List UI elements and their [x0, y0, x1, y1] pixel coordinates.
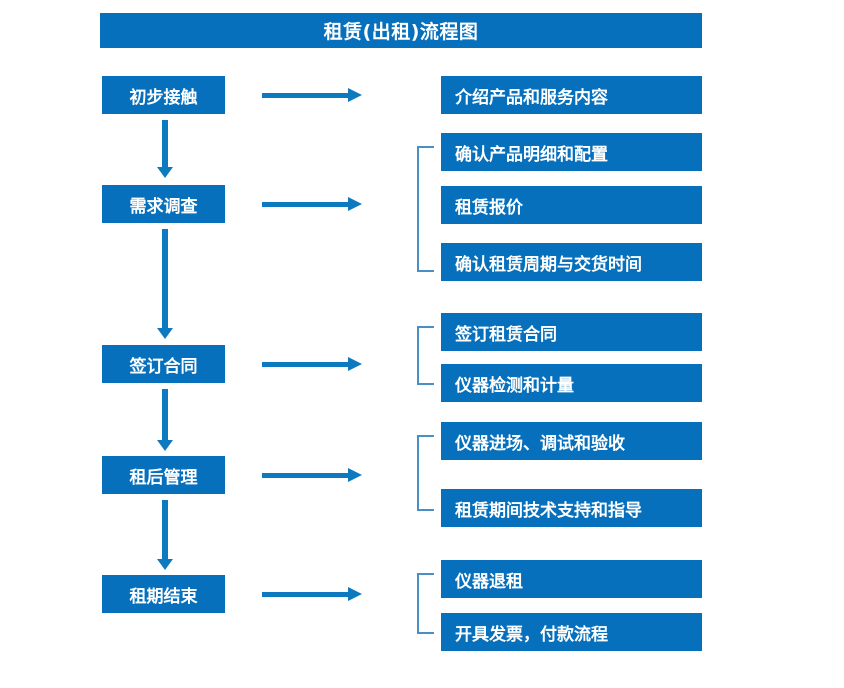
arrow-down-icon — [157, 500, 173, 570]
arrow-head — [348, 468, 362, 482]
detail-label: 开具发票，付款流程 — [455, 624, 608, 645]
group-bracket-icon — [417, 326, 434, 385]
detail-label: 仪器进场、调试和验收 — [455, 433, 625, 454]
chart-title-bar: 租赁(出租)流程图 — [100, 13, 702, 48]
arrow-head — [157, 440, 173, 451]
arrow-shaft — [262, 592, 350, 597]
arrow-head — [157, 328, 173, 339]
arrow-shaft — [162, 389, 168, 440]
arrow-shaft — [262, 93, 350, 98]
arrow-shaft — [262, 362, 350, 367]
stage-label: 签订合同 — [129, 356, 198, 377]
detail-label: 签订租赁合同 — [455, 324, 557, 345]
arrow-head — [348, 587, 362, 601]
arrow-shaft — [162, 500, 168, 559]
detail-box[interactable]: 签订租赁合同 — [441, 313, 702, 351]
detail-box[interactable]: 租赁期间技术支持和指导 — [441, 489, 702, 527]
stage-label: 租期结束 — [129, 586, 198, 607]
detail-box[interactable]: 仪器进场、调试和验收 — [441, 422, 702, 460]
stage-label: 初步接触 — [129, 87, 198, 108]
stage-box[interactable]: 需求调查 — [102, 185, 225, 223]
arrow-right-icon — [262, 468, 362, 482]
detail-label: 租赁报价 — [455, 197, 523, 218]
detail-box[interactable]: 确认租赁周期与交货时间 — [441, 243, 702, 281]
detail-box[interactable]: 仪器检测和计量 — [441, 364, 702, 402]
arrow-right-icon — [262, 88, 362, 102]
detail-label: 仪器检测和计量 — [455, 375, 574, 396]
arrow-head — [157, 167, 173, 178]
detail-box[interactable]: 租赁报价 — [441, 186, 702, 224]
arrow-right-icon — [262, 197, 362, 211]
detail-label: 介绍产品和服务内容 — [455, 87, 608, 108]
arrow-head — [348, 197, 362, 211]
detail-box[interactable]: 仪器退租 — [441, 560, 702, 598]
arrow-shaft — [162, 229, 168, 328]
stage-label: 租后管理 — [129, 467, 198, 488]
stage-box[interactable]: 租期结束 — [102, 575, 225, 613]
arrow-head — [157, 559, 173, 570]
arrow-down-icon — [157, 229, 173, 339]
arrow-down-icon — [157, 120, 173, 178]
group-bracket-icon — [417, 573, 434, 634]
stage-box[interactable]: 初步接触 — [102, 76, 225, 114]
arrow-shaft — [162, 120, 168, 167]
page-title: 租赁(出租)流程图 — [323, 21, 479, 43]
arrow-shaft — [262, 202, 350, 207]
detail-label: 租赁期间技术支持和指导 — [455, 500, 642, 521]
group-bracket-icon — [417, 146, 434, 272]
arrow-shaft — [262, 473, 350, 478]
detail-box[interactable]: 介绍产品和服务内容 — [441, 76, 702, 114]
group-bracket-icon — [417, 435, 434, 511]
stage-label: 需求调查 — [129, 196, 198, 217]
arrow-down-icon — [157, 389, 173, 451]
arrow-head — [348, 88, 362, 102]
stage-box[interactable]: 签订合同 — [102, 345, 225, 383]
arrow-right-icon — [262, 357, 362, 371]
detail-box[interactable]: 开具发票，付款流程 — [441, 613, 702, 651]
detail-box[interactable]: 确认产品明细和配置 — [441, 133, 702, 171]
stage-box[interactable]: 租后管理 — [102, 456, 225, 494]
arrow-head — [348, 357, 362, 371]
detail-label: 确认租赁周期与交货时间 — [455, 254, 642, 275]
detail-label: 仪器退租 — [455, 571, 523, 592]
arrow-right-icon — [262, 587, 362, 601]
detail-label: 确认产品明细和配置 — [455, 144, 608, 165]
